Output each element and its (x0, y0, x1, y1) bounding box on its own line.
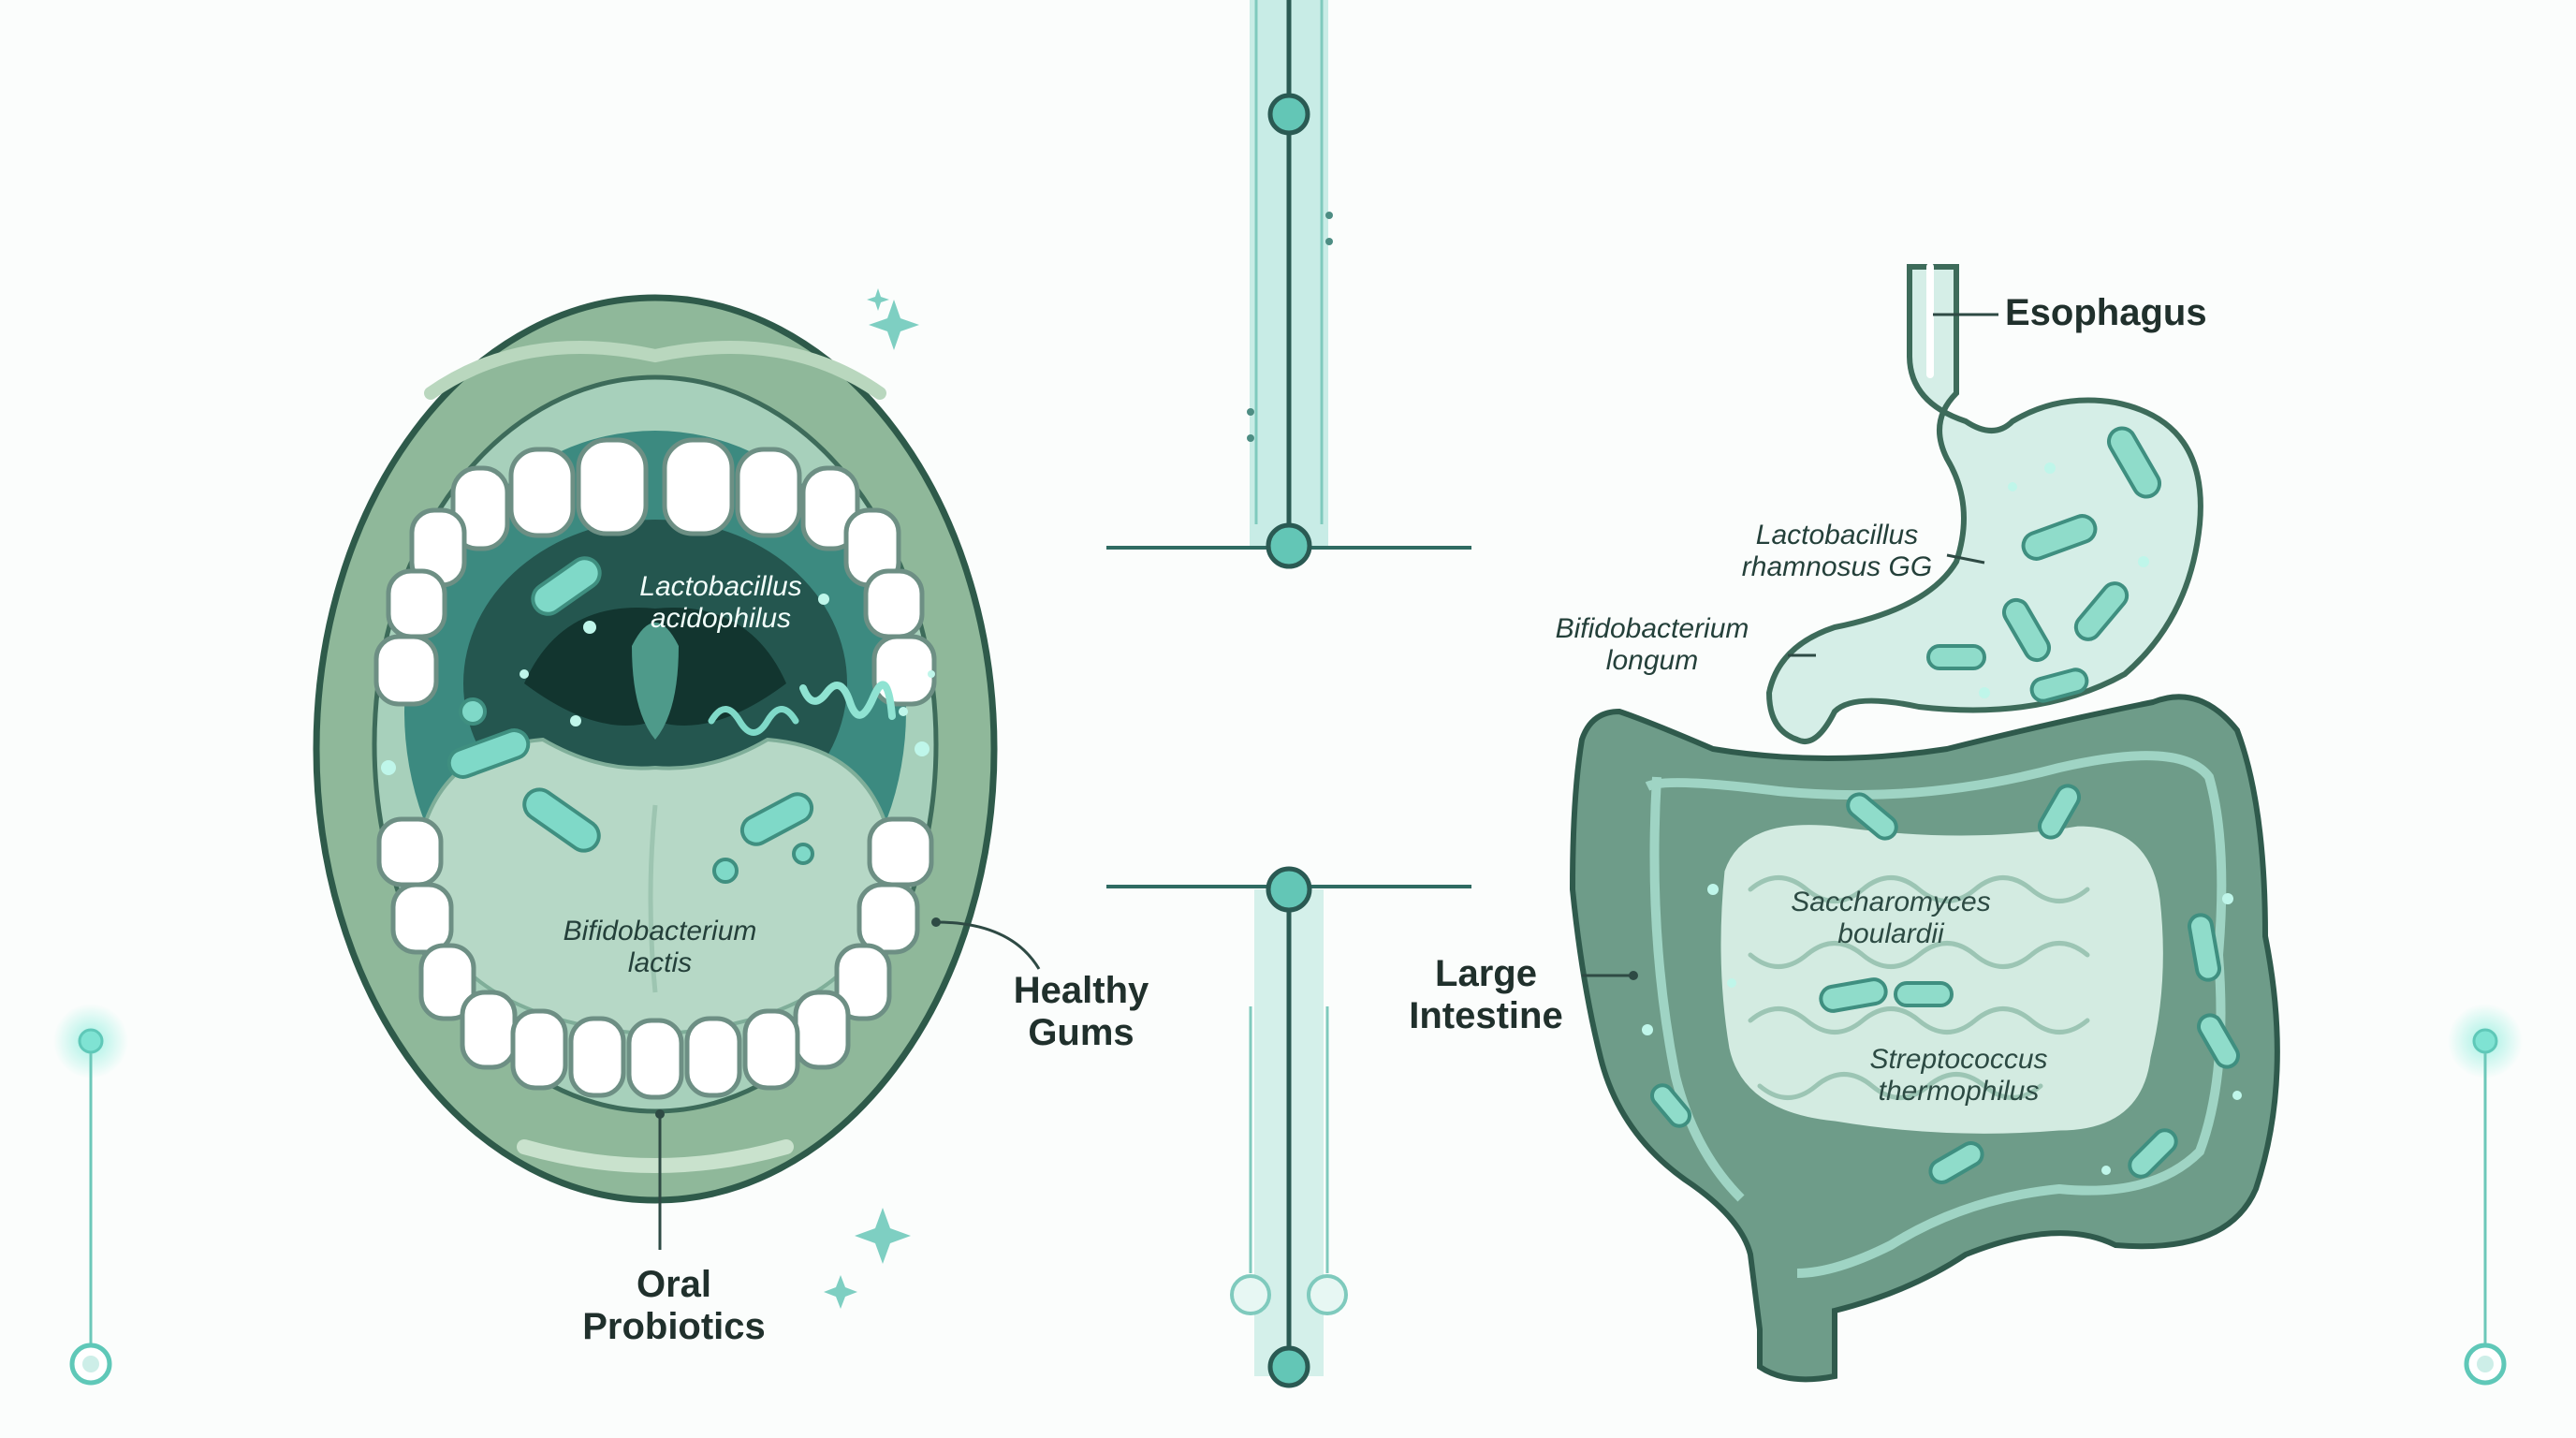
label-line: Large (1435, 953, 1537, 994)
label-saccharomyces-boulardii: Saccharomyces boulardii (1769, 887, 2012, 949)
label-esophagus: Esophagus (2005, 292, 2207, 333)
label-bifidobacterium-lactis: Bifidobacterium lactis (534, 916, 786, 978)
label-line: Saccharomyces (1791, 887, 1991, 917)
label-line: Bifidobacterium (563, 916, 757, 946)
label-line: Gums (1028, 1011, 1134, 1053)
label-streptococcus-thermophilus: Streptococcus thermophilus (1835, 1044, 2083, 1107)
label-healthy-gums: Healthy Gums (992, 970, 1170, 1054)
sparkle-icon (824, 288, 919, 1309)
label-line: thermophilus (1878, 1075, 2040, 1107)
label-line: Lactobacillus (1755, 520, 1919, 550)
label-line: Lactobacillus (639, 571, 802, 602)
label-line: boulardii (1837, 917, 1944, 949)
right-side-connector (2448, 1004, 2523, 1386)
left-side-connector (53, 1004, 128, 1386)
center-connector-top (1106, 0, 1471, 569)
label-bifidobacterium-longum: Bifidobacterium longum (1535, 613, 1769, 676)
label-lactobacillus-acidophilus: Lactobacillus acidophilus (599, 571, 842, 634)
label-line: lactis (627, 946, 693, 978)
label-line: Bifidobacterium (1555, 613, 1749, 644)
digestive-tract-illustration (1569, 263, 2280, 1383)
label-oral-probiotics: Oral Probiotics (552, 1264, 796, 1348)
label-line: Healthy (1013, 970, 1149, 1011)
label-line: longum (1605, 644, 1699, 676)
label-line: Probiotics (582, 1305, 766, 1347)
label-line: Oral (636, 1264, 712, 1305)
label-line: acidophilus (650, 602, 792, 634)
center-connector-bottom (1106, 866, 1471, 1388)
mouth-illustration (313, 294, 1041, 1250)
label-line: Streptococcus (1869, 1044, 2048, 1075)
label-lactobacillus-rhamnosus-gg: Lactobacillus rhamnosus GG (1722, 520, 1952, 582)
label-line: Intestine (1409, 994, 1563, 1036)
label-large-intestine: Large Intestine (1395, 953, 1577, 1037)
label-line: rhamnosus GG (1741, 550, 1933, 582)
